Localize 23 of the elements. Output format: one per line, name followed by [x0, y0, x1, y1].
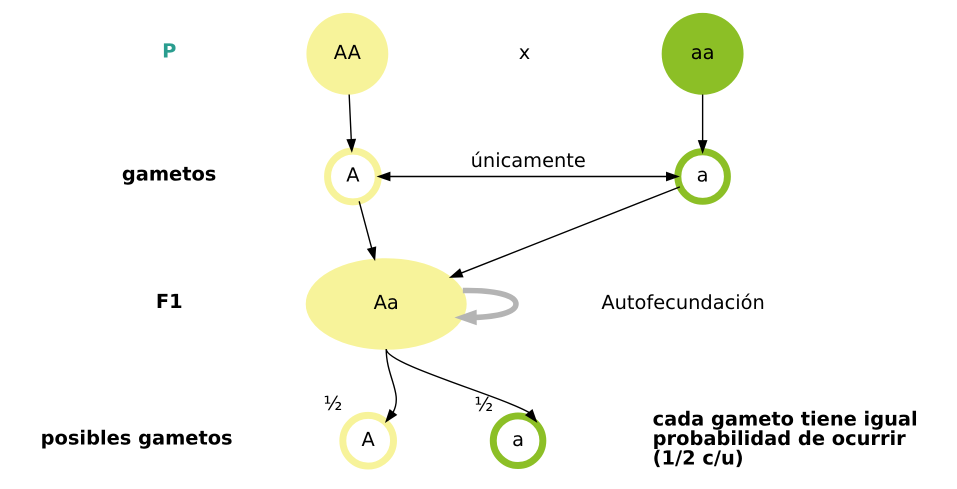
edge-label: únicamente: [470, 149, 586, 172]
node-circle: a: [674, 148, 731, 205]
node-circle: aa: [662, 12, 744, 95]
arrow: [358, 201, 376, 262]
label: cada gameto tiene igual probabilidad de ocurrir (1/2 c/u): [652, 408, 918, 470]
label: Autofecundación: [601, 291, 765, 314]
label: x: [518, 40, 530, 64]
node-circle: A: [339, 412, 397, 470]
arrow: [346, 94, 356, 153]
arrow: [454, 288, 519, 326]
arrow: [384, 349, 398, 423]
arrow: [448, 186, 680, 278]
arrow: [376, 172, 680, 182]
label: P: [162, 40, 176, 63]
label: F1: [156, 290, 183, 313]
node-circle: A: [324, 148, 382, 206]
arrow: [698, 94, 708, 154]
label: posibles gametos: [40, 426, 233, 450]
node-ellipse: Aa: [306, 258, 467, 350]
arrow: [386, 348, 538, 423]
label: gametos: [122, 162, 216, 186]
node-circle: a: [490, 412, 546, 469]
node-circle: AA: [306, 12, 388, 95]
